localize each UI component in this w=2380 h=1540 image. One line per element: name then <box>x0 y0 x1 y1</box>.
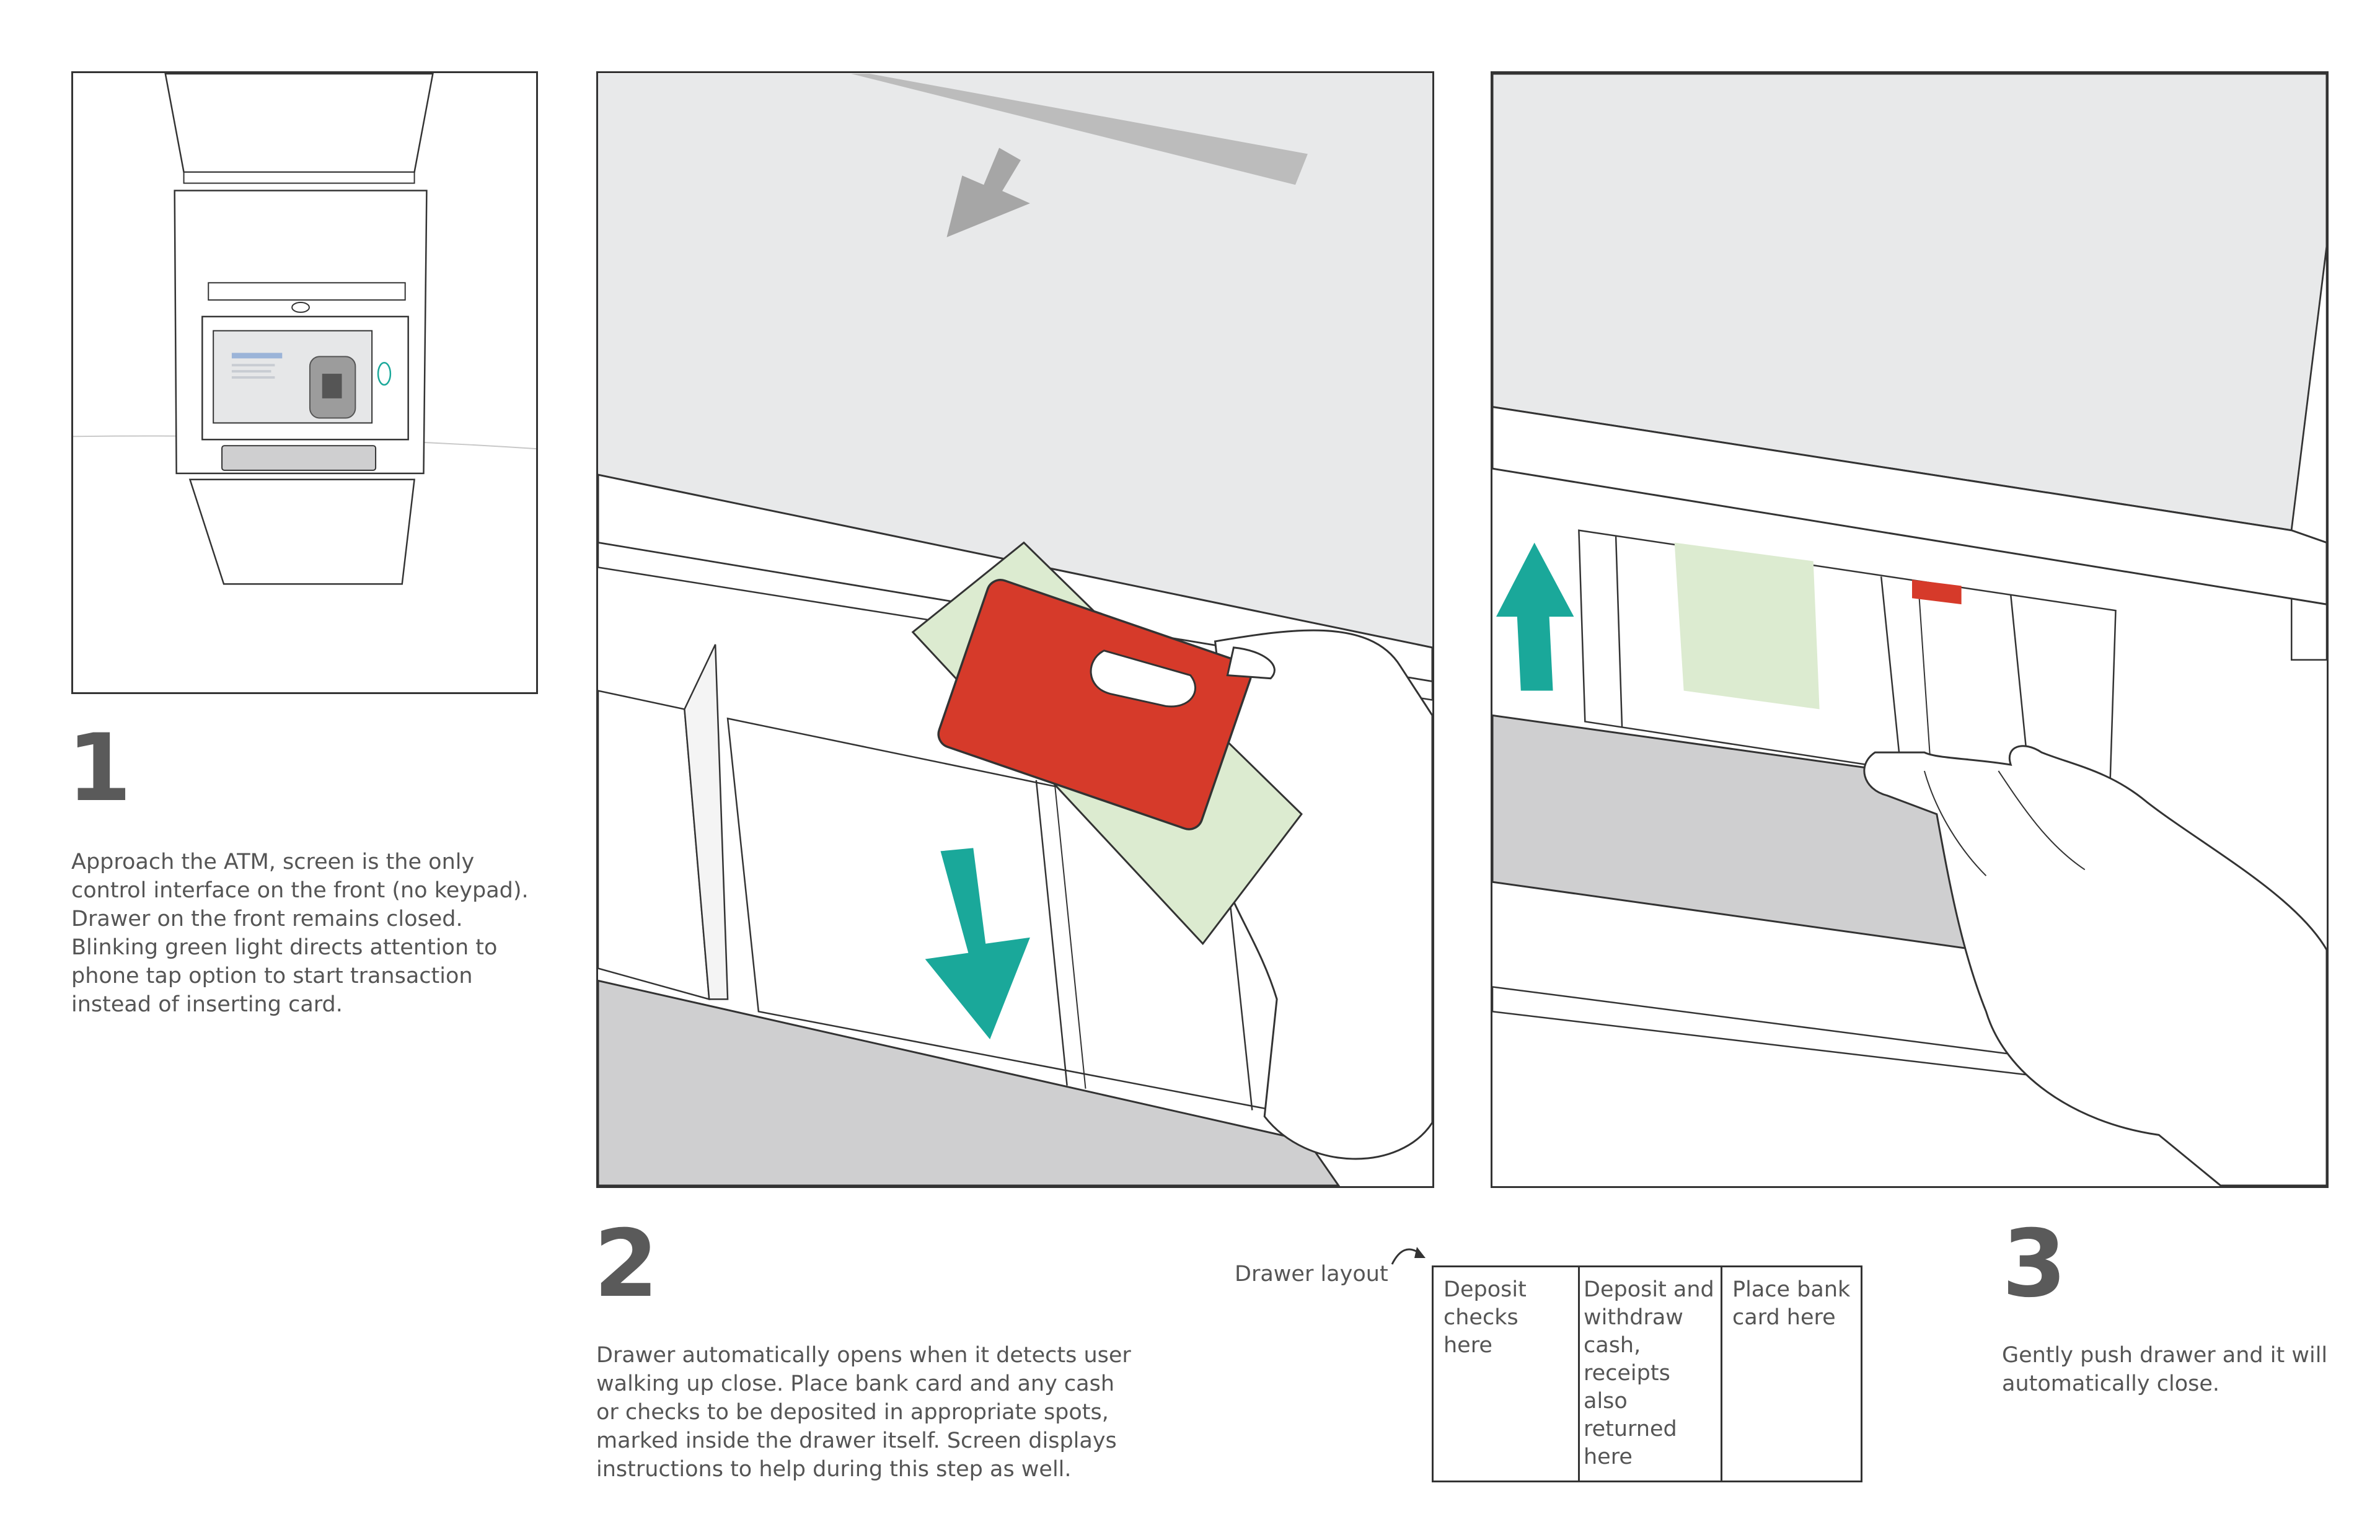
bank-card-edge <box>1911 579 1962 605</box>
drawer-compartment-line <box>1880 576 1901 759</box>
drawer-compartment-line <box>1054 783 1086 1089</box>
step-3-illustration <box>1491 71 2329 1188</box>
screen-header-bar <box>231 353 283 359</box>
atm-pedestal <box>188 478 415 585</box>
screen-text-line <box>231 364 275 367</box>
camera-icon <box>291 302 310 313</box>
drawer-slot <box>208 282 406 301</box>
step-3-number: 3 <box>2002 1210 2067 1318</box>
step-3-description: Gently push drawer and it will automatic… <box>2002 1343 2328 1396</box>
green-light-indicator <box>377 362 392 386</box>
curved-arrow-icon <box>1391 1247 1426 1265</box>
finger-crease <box>1923 770 1987 876</box>
arrow-up-teal-icon <box>1496 542 1574 691</box>
closing-drawer-scene <box>1492 73 2327 1186</box>
cash-note <box>1674 542 1820 710</box>
closed-drawer <box>221 445 377 471</box>
drawer-cell-card: Place bank card here <box>1732 1277 1851 1330</box>
atm-top-lip <box>183 171 415 184</box>
step-1-description: Approach the ATM, screen is the only con… <box>71 850 529 1017</box>
screen-text-line <box>231 376 275 379</box>
drawer-compartment-line <box>1917 583 1931 765</box>
hand <box>1863 745 2327 1186</box>
step-1-illustration <box>71 71 538 694</box>
counter-edge <box>1492 406 2327 605</box>
arrow-down-teal-icon <box>925 848 1030 1040</box>
tap-icon <box>322 374 342 398</box>
thumb <box>1090 649 1197 708</box>
drawer-divider <box>684 644 729 1000</box>
drawer-layout-diagram: Deposit checks here Deposit and withdraw… <box>1432 1265 1862 1482</box>
surface-shadow <box>851 73 1308 185</box>
finger <box>1226 646 1276 680</box>
step-2-number: 2 <box>594 1210 659 1318</box>
drawer-cell-checks: Deposit checks here <box>1434 1267 1580 1481</box>
counter-surface <box>598 73 1432 648</box>
atm-top-housing <box>164 73 434 173</box>
step-2-illustration <box>596 71 1434 1188</box>
arrow-down-gray-icon <box>946 147 1030 237</box>
bank-card <box>937 579 1253 830</box>
drawer-cell-cash: Deposit and withdraw cash, receipts also… <box>1580 1267 1722 1481</box>
drawer-front <box>598 979 1341 1186</box>
step-2-description: Drawer automatically opens when it detec… <box>596 1343 1131 1482</box>
drawer-compartment-line <box>1615 536 1623 728</box>
atm-front-view <box>73 73 536 585</box>
drawer-layout-label: Drawer layout <box>1235 1262 1388 1287</box>
screen-text-line <box>231 370 271 373</box>
open-drawer-scene <box>598 73 1432 1186</box>
step-1-number: 1 <box>67 715 132 822</box>
finger-crease <box>1998 770 2086 871</box>
drawer-compartment-line <box>1035 780 1068 1086</box>
